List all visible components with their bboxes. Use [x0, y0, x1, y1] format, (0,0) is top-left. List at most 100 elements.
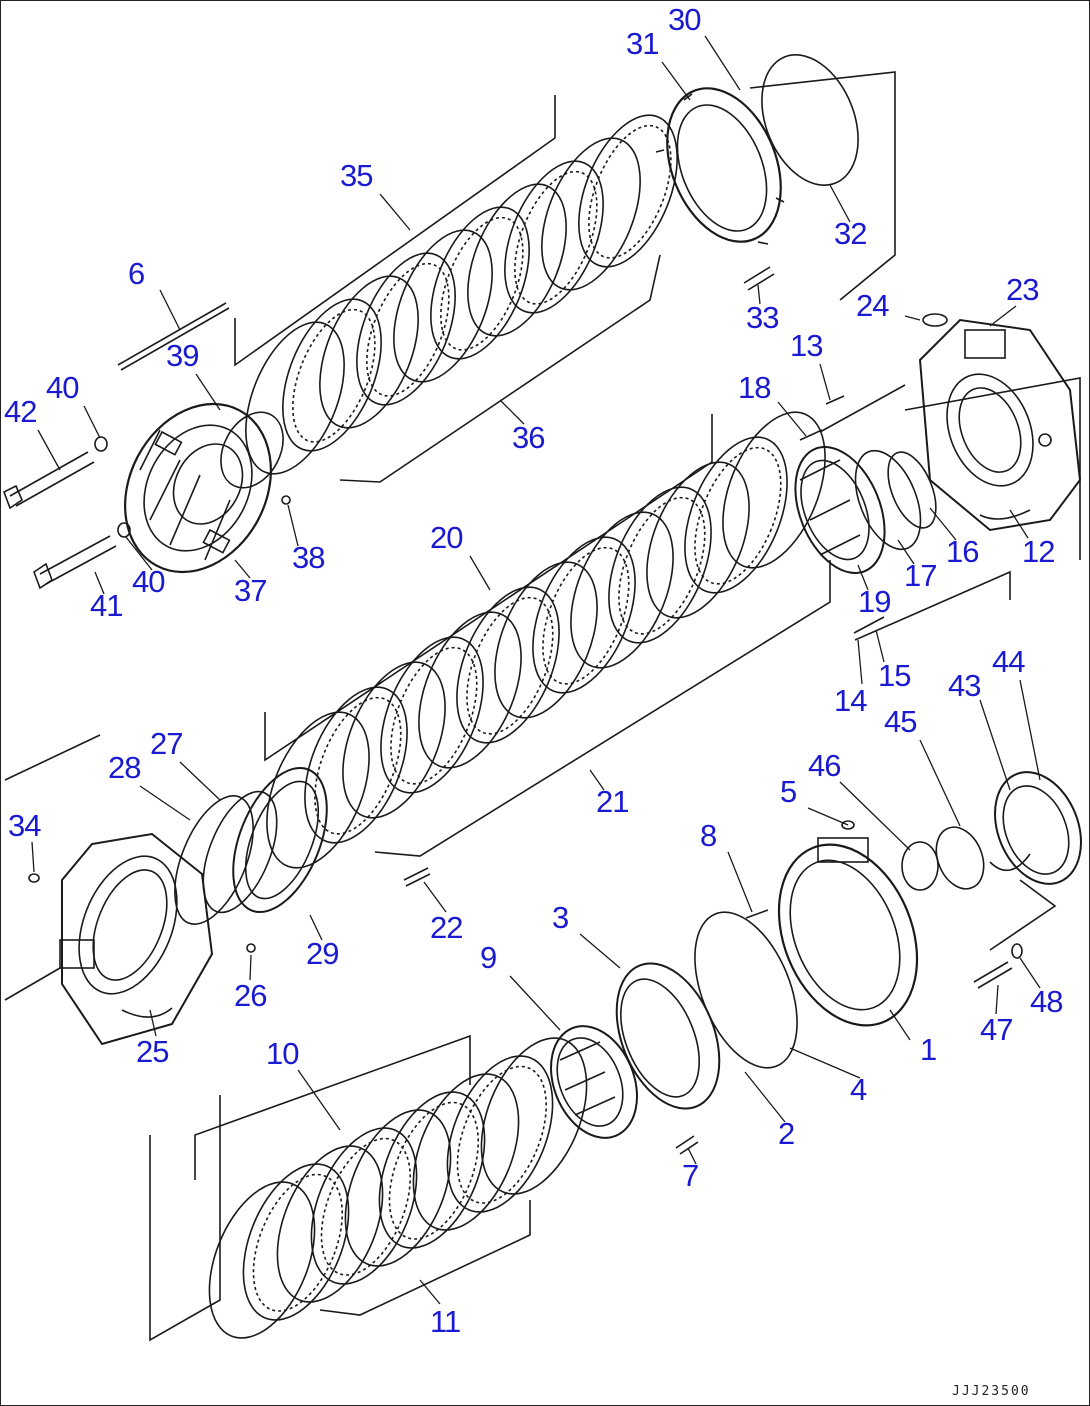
- bracket-10b: [194, 1034, 471, 1180]
- bracket-12: [904, 377, 1081, 560]
- clutch-disc: [310, 1127, 418, 1285]
- clutch-disc-teeth: [388, 1101, 480, 1240]
- leader-line: [727, 851, 753, 913]
- ring-46: [901, 841, 939, 891]
- callout-11: 11: [430, 1304, 461, 1339]
- bracket-14-15: [854, 570, 1011, 641]
- callout-15: 15: [878, 658, 911, 693]
- piston-2-3: [615, 962, 721, 1110]
- clutch-pack-lower: [149, 1034, 588, 1342]
- bracket-30-32: [749, 71, 896, 301]
- clutch-disc: [418, 611, 522, 769]
- clutch-disc: [208, 1181, 316, 1339]
- callout-47: 47: [980, 1012, 1013, 1047]
- clutch-disc-teeth: [390, 646, 478, 785]
- leader-line: [419, 1279, 441, 1305]
- clutch-disc-teeth: [320, 1137, 412, 1276]
- carrier-31: [655, 87, 785, 245]
- bolt-33: [743, 266, 775, 291]
- leader-line: [94, 571, 105, 595]
- callout-2: 2: [778, 1116, 795, 1151]
- bolt-14-15: [853, 616, 885, 634]
- leader-line: [1009, 509, 1029, 539]
- housing-12: [918, 318, 1082, 532]
- leader-line: [889, 1009, 911, 1041]
- callout-20: 20: [430, 520, 463, 555]
- callout-3: 3: [552, 900, 569, 935]
- leader-line: [919, 739, 961, 827]
- leader-line: [819, 363, 831, 401]
- bracket-21: [374, 560, 831, 857]
- leader-line: [423, 881, 447, 913]
- part-18: [799, 429, 823, 441]
- carrier-29: [232, 766, 328, 914]
- leader-line: [839, 781, 911, 851]
- callout-27: 27: [150, 726, 183, 761]
- ring-27: [202, 790, 278, 914]
- bracket-25: [4, 734, 101, 781]
- clutch-disc: [430, 206, 530, 360]
- clutch-disc: [504, 160, 604, 314]
- clutch-disc: [412, 1073, 520, 1231]
- leader-line: [579, 933, 621, 969]
- callout-40-upper: 40: [46, 370, 79, 405]
- clutch-disc: [608, 486, 712, 644]
- clutch-discs-upper: [245, 114, 678, 475]
- clutch-disc: [242, 1163, 350, 1321]
- leader-line: [1019, 957, 1041, 989]
- clutch-disc: [646, 461, 750, 619]
- clutch-disc: [532, 536, 636, 694]
- callout-17: 17: [904, 558, 937, 593]
- clutch-disc-teeth: [618, 496, 706, 635]
- leader-line: [904, 315, 921, 321]
- part-13: [825, 395, 845, 405]
- ring-17: [854, 449, 922, 551]
- housing-25: [59, 832, 214, 1046]
- clutch-disc: [684, 436, 788, 594]
- callout-48: 48: [1030, 984, 1063, 1019]
- seal-ring-30-32: [761, 54, 859, 186]
- leader-line: [287, 504, 299, 547]
- clutch-disc: [304, 686, 408, 844]
- bracket-36: [339, 254, 661, 483]
- leader-line: [159, 289, 181, 331]
- callout-23: 23: [1006, 272, 1039, 307]
- leader-line: [789, 1047, 861, 1079]
- clutch-disc-teeth: [440, 216, 524, 351]
- leader-line: [807, 807, 849, 826]
- clutch-disc: [494, 561, 598, 719]
- cover-43-44: [989, 771, 1082, 885]
- leader-line: [995, 984, 999, 1015]
- clutch-disc: [344, 1109, 452, 1267]
- callout-39: 39: [166, 338, 199, 373]
- clutch-disc: [578, 114, 678, 268]
- callout-18: 18: [738, 370, 771, 405]
- callout-10: 10: [266, 1036, 299, 1071]
- clutch-disc: [541, 137, 641, 291]
- bearing-45: [935, 826, 985, 890]
- leader-line: [149, 1009, 157, 1037]
- leader-line: [661, 61, 691, 101]
- callout-46: 46: [808, 748, 841, 783]
- callout-31: 31: [626, 26, 659, 61]
- callout-44: 44: [992, 644, 1025, 679]
- callout-14: 14: [834, 683, 867, 718]
- callout-38: 38: [292, 540, 325, 575]
- callout-41: 41: [90, 588, 123, 623]
- ring-gear-19: [794, 445, 886, 575]
- leader-line: [1019, 679, 1041, 781]
- callout-22: 22: [430, 910, 463, 945]
- clutch-disc: [480, 1037, 588, 1195]
- clutch-discs-lower: [208, 1037, 588, 1339]
- leader-line: [744, 1071, 786, 1123]
- leader-line: [777, 401, 807, 437]
- drawing-code: JJJ23500: [952, 1384, 1031, 1399]
- clutch-disc-teeth: [694, 446, 782, 585]
- leader-line: [379, 193, 411, 231]
- washer-40a: [94, 436, 108, 452]
- bracket-11: [319, 1200, 531, 1316]
- leader-lines: [31, 35, 1041, 1305]
- bolt-41: [33, 535, 117, 590]
- callout-26: 26: [234, 978, 267, 1013]
